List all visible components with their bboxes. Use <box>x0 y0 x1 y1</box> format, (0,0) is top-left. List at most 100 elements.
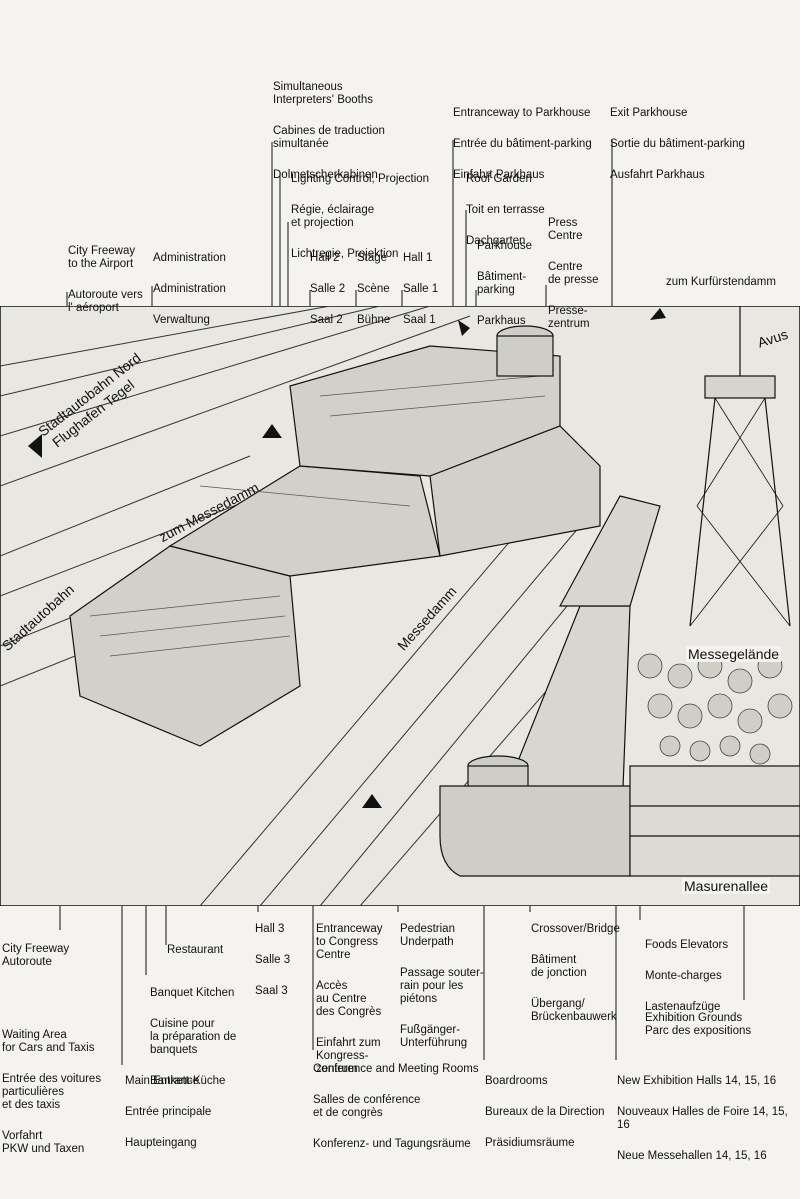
label-en: Simultaneous Interpreters' Booths <box>273 81 373 106</box>
label-new-exhibition-halls: New Exhibition Halls 14, 15, 16 Nouveaux… <box>617 1062 797 1176</box>
label-city-freeway-airport: City Freeway to the Airport Autoroute ve… <box>68 232 158 328</box>
label-de: Bühne <box>357 314 391 326</box>
parkhouse-rotunda <box>496 325 554 377</box>
label-fr: Salles de conférence et de congrès <box>313 1094 421 1119</box>
label-en: Crossover/Bridge <box>531 923 620 935</box>
label-en: New Exhibition Halls 14, 15, 16 <box>617 1075 777 1087</box>
label-waiting-area: Waiting Area for Cars and Taxis Entrée d… <box>2 1016 122 1169</box>
label-en: Main Entrance <box>125 1075 200 1087</box>
label-foods-elevators: Foods Elevators Monte-charges Lastenaufz… <box>645 926 755 1027</box>
exhibition-park-trees <box>637 653 793 765</box>
label-en: Hall 2 <box>310 252 340 264</box>
label-de: Dolmetscherkabinen <box>273 169 378 181</box>
label-interpreters-booths: Simultaneous Interpreters' Booths Cabine… <box>273 68 433 195</box>
label-en: Lighting Control, Projection <box>291 173 430 185</box>
label-de: Saal 1 <box>403 314 436 326</box>
label-lighting-control: Lighting Control, Projection Régie, écla… <box>291 160 461 274</box>
label-exhibition-grounds: Exhibition Grounds Parc des expositions <box>645 999 775 1051</box>
label-en: Pedestrian Underpath <box>400 923 455 948</box>
label-de: Saal 2 <box>310 314 343 326</box>
label-fr: Sortie du bâtiment-parking <box>610 138 745 150</box>
label-de: Fußgänger- Unterführung <box>400 1024 468 1049</box>
label-fr: Administration <box>153 283 226 295</box>
label-en: Exit Parkhouse <box>610 107 688 119</box>
label-press-centre: Press Centre Centre de presse Presse- ze… <box>548 204 608 344</box>
label-fr: Bâtiment de jonction <box>531 954 587 979</box>
label-congress-entrance: Entranceway to Congress Centre Accès au … <box>316 910 396 1089</box>
label-en: Stage <box>357 252 388 264</box>
label-de: Übergang/ Brückenbauwerk <box>531 998 617 1023</box>
label-fr: Scène <box>357 283 390 295</box>
label-banquet-kitchen: Banquet Kitchen Cuisine pour la préparat… <box>150 974 260 1101</box>
label-stage: Stage Scène Bühne <box>357 239 401 340</box>
label-pedestrian-underpath: Pedestrian Underpath Passage souter- rai… <box>400 910 490 1063</box>
radio-tower <box>689 306 791 627</box>
label-de: Lastenaufzüge <box>645 1001 721 1013</box>
label-fr: Cabines de traduction simultanée <box>273 125 385 150</box>
label-restaurant: Restaurant <box>167 944 224 956</box>
label-fr: Passage souter- rain pour les piétons <box>400 967 484 1005</box>
label-de: Haupteingang <box>125 1137 197 1149</box>
label-fr: Entrée du bâtiment-parking <box>453 138 592 150</box>
label-de: Verwaltung <box>153 314 210 326</box>
label-en: Boardrooms <box>485 1075 548 1087</box>
label-de: Presse- zentrum <box>548 305 590 330</box>
label-de: Saal 3 <box>255 985 288 997</box>
label-de: Einfahrt Parkhaus <box>453 169 545 181</box>
axonometric-drawing <box>0 306 800 906</box>
label-fr: Monte-charges <box>645 970 722 982</box>
label-crossover-bridge: Crossover/Bridge Bâtiment de jonction Üb… <box>531 910 631 1037</box>
label-de: Dachgarten <box>466 235 526 247</box>
label-en: Banquet Kitchen <box>150 987 235 999</box>
label-roof-garden: Roof Garden Toit en terrasse Dachgarten <box>466 160 566 261</box>
label-en: Foods Elevators <box>645 939 729 951</box>
label-en: Administration <box>153 252 226 264</box>
label-fr: Salle 2 <box>310 283 346 295</box>
label-fr: Salle 3 <box>255 954 291 966</box>
label-fr: Nouveaux Halles de Foire 14, 15, 16 <box>617 1106 788 1131</box>
label-de: Vorfahrt PKW und Taxen <box>2 1130 85 1155</box>
label-fr: Entrée des voitures particulières et des… <box>2 1073 102 1111</box>
label-main-entrance: Main Entrance Entrée principale Hauptein… <box>125 1062 235 1163</box>
label-kurfuerstendamm: zum Kurfürstendamm <box>666 276 776 288</box>
label-en: Hall 1 <box>403 252 433 264</box>
label-fr: Bâtiment- parking <box>477 271 527 296</box>
label-de: Ausfahrt Parkhaus <box>610 169 705 181</box>
label-en: Hall 3 <box>255 923 285 935</box>
label-fr: Cuisine pour la préparation de banquets <box>150 1018 237 1056</box>
label-en: Exhibition Grounds Parc des expositions <box>645 1012 752 1037</box>
label-fr: Centre de presse <box>548 261 599 286</box>
label-parkhouse-entrance: Entranceway to Parkhouse Entrée du bâtim… <box>453 94 613 195</box>
label-fr: Accès au Centre des Congrès <box>316 980 382 1018</box>
label-administration: Administration Administration Verwaltung <box>153 239 243 340</box>
label-de: Lichtregie, Projektion <box>291 248 399 260</box>
label-de: Einfahrt zum Kongress- zentrum <box>316 1037 381 1075</box>
label-fr: Bureaux de la Direction <box>485 1106 605 1118</box>
masurenallee-label: Masurenallee <box>682 878 771 894</box>
motorway-lanes <box>0 306 471 687</box>
label-de: Präsidiumsräume <box>485 1137 575 1149</box>
label-hall1: Hall 1 Salle 1 Saal 1 <box>403 239 447 340</box>
label-de: Konferenz- und Tagungsräume <box>313 1138 471 1150</box>
label-boardrooms: Boardrooms Bureaux de la Direction Präsi… <box>485 1062 615 1163</box>
label-parkhouse: Parkhouse Bâtiment- parking Parkhaus <box>477 227 543 341</box>
boardroom-rotunda <box>439 755 631 877</box>
label-en: Parkhouse <box>477 240 532 252</box>
label-en: City Freeway to the Airport <box>68 245 136 270</box>
label-parkhouse-exit: Exit Parkhouse Sortie du bâtiment-parkin… <box>610 94 790 195</box>
label-fr: Salle 1 <box>403 283 439 295</box>
label-hall3: Hall 3 Salle 3 Saal 3 <box>255 910 305 1011</box>
label-fr: Régie, éclairage et projection <box>291 204 375 229</box>
label-fr: Entrée principale <box>125 1106 212 1118</box>
label-en: Roof Garden <box>466 173 532 185</box>
label-en: City Freeway Autoroute <box>2 943 70 968</box>
messegelaende-label: Messegelände <box>686 646 782 662</box>
label-en: Press Centre <box>548 217 583 242</box>
label-fr: Autoroute vers l' aéroport <box>68 289 143 314</box>
label-en: Entranceway to Parkhouse <box>453 107 591 119</box>
new-exhibition-halls <box>629 765 800 877</box>
label-conference-rooms: Conference and Meeting Rooms Salles de c… <box>313 1050 483 1164</box>
label-de: Parkhaus <box>477 315 526 327</box>
congress-centre-building <box>69 345 601 747</box>
label-en: Waiting Area for Cars and Taxis <box>2 1029 95 1054</box>
